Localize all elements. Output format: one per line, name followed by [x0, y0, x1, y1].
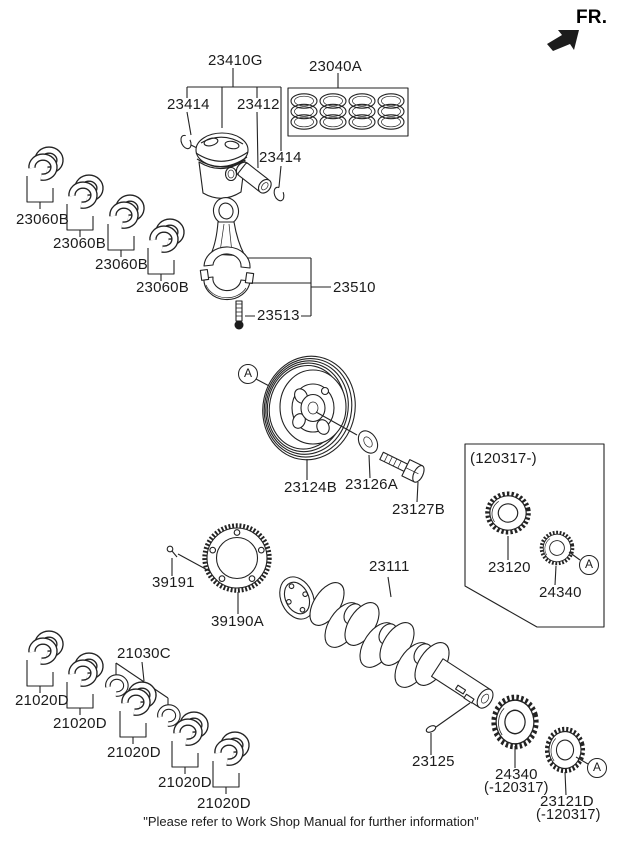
part-label-conrod-bearing-4: 23060B: [136, 279, 189, 296]
woodruff-key-drawing: [425, 702, 471, 755]
fr-direction-label: FR.: [576, 7, 608, 28]
crankshaft-gear-new-drawing: [484, 490, 533, 536]
part-label-conrod-bearing-2: 23060B: [53, 235, 106, 252]
part-label-main-bearing-3: 21020D: [107, 744, 161, 761]
detail-marker-a-gear-old: A: [587, 758, 607, 778]
part-label-pulley-bolt: 23127B: [392, 501, 445, 518]
snap-ring-right-drawing: [273, 186, 285, 202]
part-label-timing-sprocket-new: 24340: [539, 584, 582, 601]
piston-drawing: [195, 132, 249, 199]
detail-marker-a-sprocket-new: A: [579, 555, 599, 575]
timing-sprocket-old-drawing: [488, 691, 542, 768]
damper-pulley-drawing: [255, 355, 358, 480]
part-label-woodruff-key: 23125: [412, 753, 455, 770]
pulley-bolt-drawing: [379, 451, 425, 503]
part-label-timing-sprocket-old: 24340: [495, 766, 538, 783]
part-label-thrust-washer: 21030C: [117, 645, 171, 662]
footer-note: "Please refer to Work Shop Manual for fu…: [143, 814, 479, 829]
part-label-main-bearing-1: 21020D: [15, 692, 69, 709]
piston-assembly-bracket: [186, 68, 282, 188]
piston-ring-set-drawing: [287, 73, 409, 137]
tone-wheel-bolt-drawing: [166, 545, 214, 576]
part-label-pulley-washer: 23126A: [345, 476, 398, 493]
part-label-main-bearing-5: 21020D: [197, 795, 251, 812]
part-label-connecting-rod: 23510: [333, 279, 376, 296]
part-label-conrod-bolt: 23513: [257, 307, 300, 324]
tone-wheel-drawing: [202, 523, 272, 614]
part-label-main-bearing-4: 21020D: [158, 774, 212, 791]
part-label-crank-gear-old: 23121D: [540, 793, 594, 810]
crankshaft-gear-old-drawing: [542, 724, 588, 796]
part-label-conrod-bearing-3: 23060B: [95, 256, 148, 273]
timing-sprocket-new-drawing: [536, 527, 578, 569]
part-label-conrod-bearing-1: 23060B: [16, 211, 69, 228]
part-label-crankshaft: 23111: [369, 558, 410, 575]
connecting-rod-drawing: [199, 196, 255, 301]
crankshaft-drawing: [279, 576, 494, 709]
piston-pin-drawing: [235, 161, 272, 194]
part-label-tone-wheel: 39190A: [211, 613, 264, 630]
part-label-ring-set: 23040A: [309, 58, 362, 75]
thrust-washer-bracket: [108, 661, 178, 724]
pulley-washer-drawing: [357, 430, 379, 454]
detail-marker-a-pulley: A: [238, 364, 258, 384]
part-label-piston-assembly: 23410G: [208, 52, 263, 69]
conrod-bracket: [245, 257, 331, 317]
fr-direction-arrow-icon: [547, 30, 579, 51]
variant-box: [464, 443, 605, 628]
part-label-damper-pulley: 23124B: [284, 479, 337, 496]
part-label-snap-ring-left: 23414: [167, 96, 210, 113]
part-label-snap-ring-right: 23414: [259, 149, 302, 166]
caption-variant-old-sprocket: (-120317): [484, 780, 549, 796]
conrod-bolt-drawing: [234, 300, 244, 330]
part-label-piston-pin: 23412: [237, 96, 280, 113]
caption-variant-old-gear: (-120317): [536, 807, 601, 823]
part-label-main-bearing-2: 21020D: [53, 715, 107, 732]
part-label-tone-wheel-bolt: 39191: [152, 574, 195, 591]
part-label-crank-gear-new: 23120: [488, 559, 531, 576]
caption-variant-new: (120317-): [470, 450, 537, 467]
